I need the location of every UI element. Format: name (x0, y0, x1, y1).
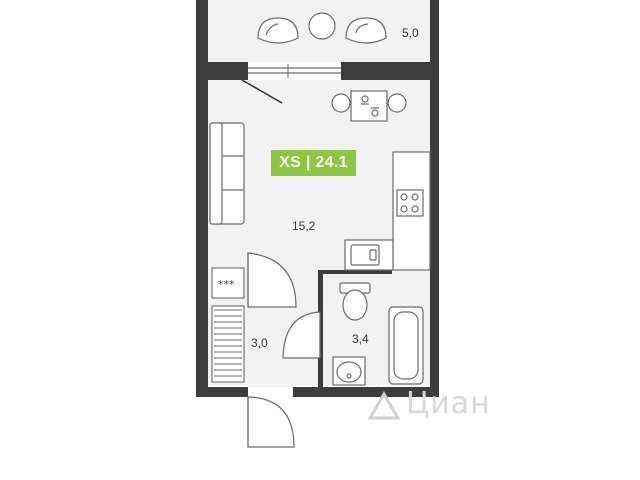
bathroom-fixtures (332, 282, 424, 386)
dining-table-icon (350, 90, 388, 122)
kitchen-counter (344, 151, 431, 271)
walls (196, 0, 439, 397)
watermark-logo-icon (367, 391, 401, 420)
chair-icon-right (345, 17, 387, 44)
washing-machine-icon (211, 267, 245, 299)
balcony-window (241, 64, 341, 104)
hall-door (247, 252, 297, 308)
chair-icon-left (257, 17, 299, 44)
bathroom-door (282, 311, 321, 359)
appliance-marker: *** (218, 278, 235, 291)
kitchen-sink-icon (350, 244, 380, 266)
bathroom-area-label: 3,4 (352, 332, 369, 346)
entrance-door (247, 396, 295, 448)
apartment-type-badge: XS | 24.1 (271, 150, 356, 176)
hallway-storage (211, 267, 245, 383)
watermark-text: Циан (406, 386, 491, 421)
hallway-area-label: 3,0 (251, 336, 268, 350)
sofa-icon (209, 122, 245, 225)
round-table-icon (308, 12, 336, 40)
balcony-furniture (257, 12, 387, 44)
dining-set (331, 90, 407, 122)
toilet-icon (339, 282, 371, 321)
stove-icon (396, 189, 424, 217)
washbasin-icon (332, 356, 366, 386)
hallway-floor (248, 385, 293, 387)
main-room-area-label: 15,2 (292, 219, 316, 233)
balcony-area-label: 5,0 (402, 26, 419, 40)
bathtub-icon (388, 306, 424, 385)
